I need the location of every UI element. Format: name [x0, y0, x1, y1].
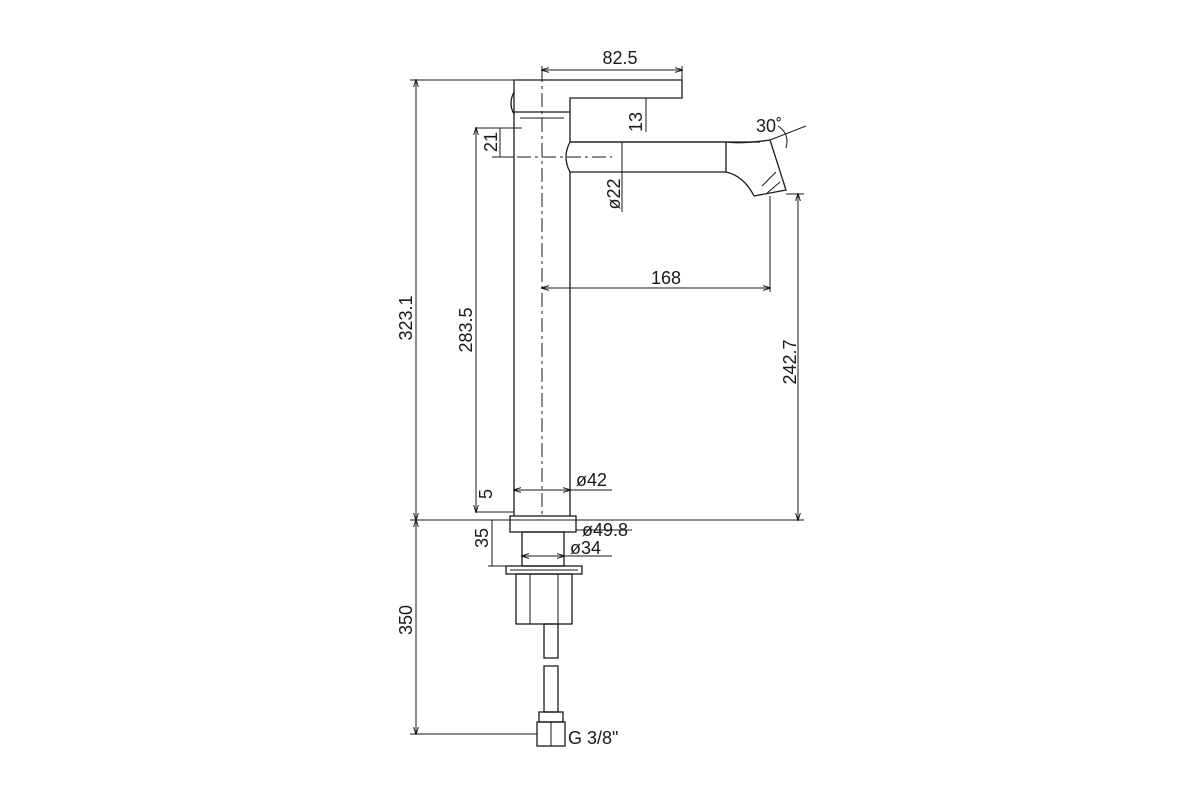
lever-handle: [513, 79, 683, 112]
hose-ferrule: [538, 711, 564, 723]
dimensions: 82.5 13 30˚ 21 ø22 168 323.1 283.5 242.7: [396, 48, 807, 748]
base-ring: [509, 515, 577, 533]
spout-bend-top: [725, 139, 771, 144]
dim-spout-angle: 30˚: [756, 116, 782, 136]
spout-root: [565, 141, 571, 173]
dim-spout-diameter: ø22: [604, 178, 624, 209]
dim-spout-reach: 168: [651, 268, 681, 288]
dim-outlet-height: 242.7: [780, 339, 800, 384]
dim-base-ring: 5: [476, 489, 496, 499]
dim-shank-diameter: ø34: [570, 538, 601, 558]
lever-knob: [510, 91, 515, 115]
tap-outline: [505, 79, 787, 747]
dim-lever-height: 13: [626, 112, 646, 132]
spout-bend-bottom: [725, 171, 755, 197]
dim-total-height: 323.1: [396, 295, 416, 340]
dim-lever-length: 82.5: [602, 48, 637, 68]
mounting-nut: [515, 573, 573, 625]
angle-ext: [769, 125, 807, 141]
dim-connection: G 3/8": [568, 728, 618, 748]
shank: [521, 531, 565, 567]
nozzle-aerator-2: [765, 181, 781, 195]
dim-body-diameter: ø42: [576, 470, 607, 490]
dim-hose-length: 350: [396, 605, 416, 635]
hose-upper: [543, 623, 559, 659]
angle-arc: [777, 125, 788, 149]
nozzle-aerator: [761, 171, 777, 187]
hose-lower: [543, 665, 559, 713]
dim-spout-height: 283.5: [456, 307, 476, 352]
spout-nozzle: [753, 139, 787, 197]
dim-spout-offset-top: 21: [481, 132, 501, 152]
dim-base-diameter: ø49.8: [582, 520, 628, 540]
dim-shank-length: 35: [472, 528, 492, 548]
